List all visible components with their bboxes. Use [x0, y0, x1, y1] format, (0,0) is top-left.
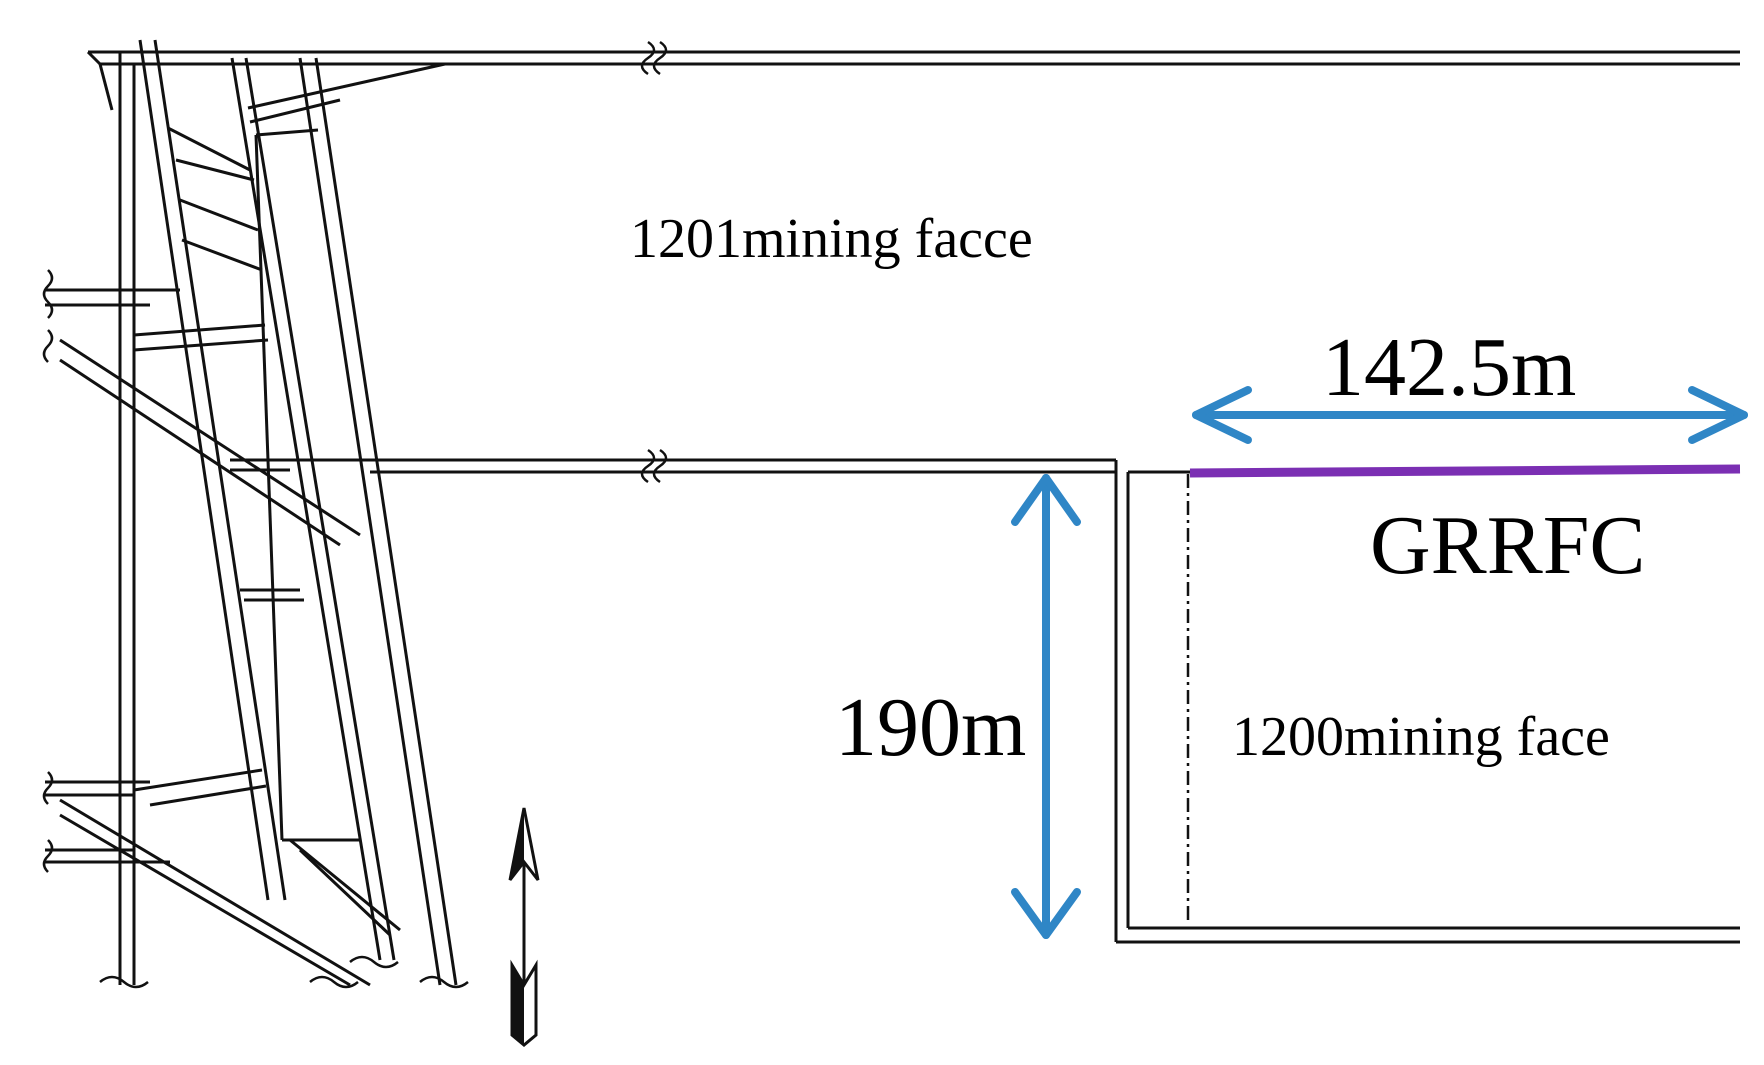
face-1201-label: 1201mining facce [630, 208, 1033, 270]
width-dimension-label: 142.5m [1322, 321, 1576, 414]
upper-roadway [88, 50, 1740, 66]
north-arrow-icon [508, 807, 540, 1047]
break-mark-icon [640, 40, 668, 484]
length-dimension-label: 190m [835, 681, 1026, 774]
grrfc-line [1189, 464, 1741, 478]
face-1200-label: 1200mining face [1232, 706, 1610, 768]
grrfc-label: GRRFC [1370, 499, 1645, 592]
break-mark-icon [42, 269, 469, 989]
length-dimension-arrow [1011, 474, 1081, 939]
main-roadways-network [45, 39, 458, 987]
width-dimension-arrow [1192, 386, 1748, 444]
